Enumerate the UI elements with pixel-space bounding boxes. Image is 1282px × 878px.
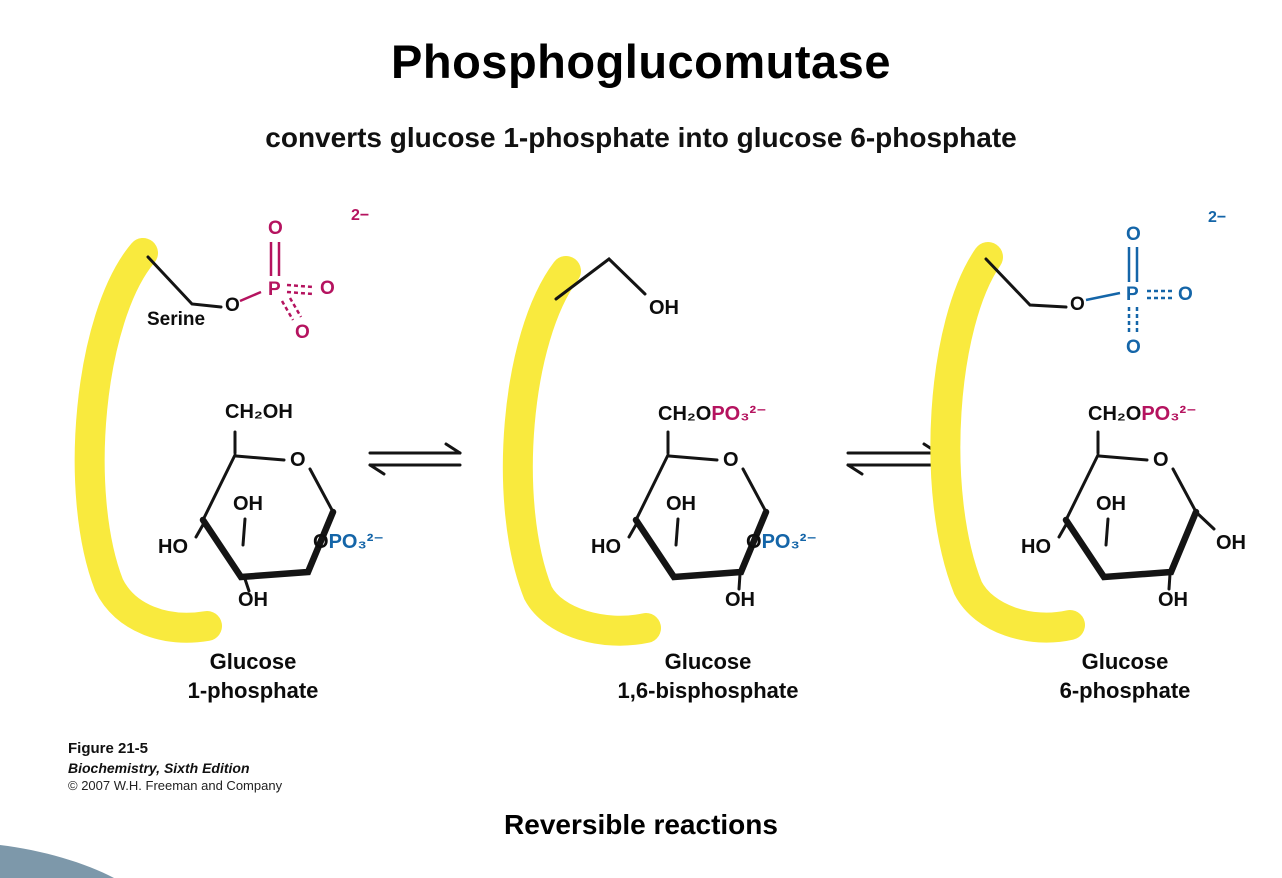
molecule-name-line2: 1,6-bisphosphate (617, 678, 799, 704)
figure-credit: Figure 21-5 Biochemistry, Sixth Edition … (68, 739, 282, 795)
phosphate-charge-label: 2− (1208, 209, 1227, 226)
c1-phosphate-label: OPO₃²⁻ (313, 529, 384, 554)
ho-label: HO (591, 536, 621, 558)
structure-drawing-3 (930, 242, 1216, 643)
formula-black-part: O (746, 531, 762, 553)
oxygen-top-atom: O (1126, 224, 1141, 245)
c1-phosphate-label: OPO₃²⁻ (746, 529, 817, 554)
phosphate-charge-label: 2− (351, 207, 370, 224)
panel-glucose-1-phosphate: Serine O P O O O 2− CH₂OH O OH HO OH OPO… (55, 195, 405, 755)
inner-oh-label: OH (233, 493, 263, 515)
serine-bonds (984, 257, 1068, 309)
equilibrium-arrow (364, 438, 466, 480)
c6-formula: CH₂OH (225, 401, 293, 424)
oxygen-bottom-atom: O (295, 322, 310, 343)
serine-bonds (554, 257, 647, 301)
inner-oh-label: OH (666, 493, 696, 515)
molecule-name: Glucose 6-phosphate (975, 647, 1275, 705)
panel-glucose-16-bisphosphate: OH CH₂OPO₃²⁻ O OH HO OH OPO₃²⁻ Glucose 1… (488, 195, 838, 755)
ring-oxygen: O (723, 449, 739, 471)
molecule-name-line1: Glucose (209, 649, 297, 674)
c6-phosphate-formula: CH₂OPO₃²⁻ (1088, 401, 1197, 426)
structure-drawing-1 (74, 238, 337, 643)
structure-drawing-2 (502, 256, 770, 646)
ring-bonds (194, 430, 337, 593)
bottom-oh-label: OH (725, 589, 755, 611)
formula-black-part: CH₂O (658, 403, 712, 425)
serine-bonds (146, 255, 223, 309)
enzyme-yellow-blob (74, 238, 222, 643)
serine-label: Serine (147, 309, 206, 330)
copyright-line: © 2007 W.H. Freeman and Company (68, 777, 283, 793)
ring-bonds (1057, 430, 1216, 591)
oxygen-top-atom: O (268, 218, 283, 239)
molecule-name-line1: Glucose (664, 649, 752, 674)
molecule-name: Glucose 1,6-bisphosphate (558, 647, 858, 705)
c6-phosphate-formula: CH₂OPO₃²⁻ (658, 401, 767, 426)
equilibrium-arrow-icon (368, 442, 462, 476)
oxygen-right-atom: O (320, 278, 335, 299)
book-title: Biochemistry, Sixth Edition (68, 759, 250, 776)
molecule-name-line2: 6-phosphate (1059, 678, 1191, 704)
panel-glucose-6-phosphate: O P O O O 2− CH₂OPO₃²⁻ O OH HO OH OH Glu… (918, 195, 1268, 755)
phosphate-bonds (239, 242, 314, 321)
formula-black-part: CH₂O (1088, 403, 1142, 425)
formula-phosphate-part: PO₃²⁻ (328, 531, 384, 553)
phosphorus-atom: P (268, 279, 281, 300)
formula-phosphate-part: PO₃²⁻ (1141, 403, 1197, 425)
formula-phosphate-part: PO₃²⁻ (761, 531, 817, 553)
serine-link-oxygen-atom: O (225, 295, 240, 316)
ring-bonds (627, 430, 770, 591)
ring-oxygen: O (290, 449, 306, 471)
serine-link-oxygen-atom: O (1070, 294, 1085, 315)
bottom-oh-label: OH (1158, 589, 1188, 611)
oxygen-bottom-atom: O (1126, 337, 1141, 358)
page-subtitle: converts glucose 1-phosphate into glucos… (265, 122, 1017, 153)
c1-oh-label: OH (1216, 532, 1246, 554)
formula-black-part: O (313, 531, 329, 553)
oxygen-right-atom: O (1178, 284, 1193, 305)
figure-number: Figure 21-5 (68, 740, 149, 757)
molecule-name: Glucose 1-phosphate (93, 647, 413, 705)
phosphate-bonds (1085, 247, 1172, 334)
phosphorus-atom: P (1126, 284, 1139, 305)
reversible-reactions-label: Reversible reactions (504, 809, 778, 840)
inner-oh-label: OH (1096, 493, 1126, 515)
ho-label: HO (1021, 536, 1051, 558)
ho-label: HO (158, 536, 188, 558)
molecule-name-line2: 1-phosphate (187, 678, 319, 704)
enzyme-yellow-blob (502, 256, 661, 646)
molecule-name-line1: Glucose (1081, 649, 1169, 674)
serine-oh-label: OH (649, 297, 679, 319)
bottom-oh-label: OH (238, 589, 268, 611)
enzyme-yellow-blob (930, 242, 1085, 643)
page-title: Phosphoglucomutase (391, 35, 891, 88)
corner-decoration (0, 845, 114, 878)
formula-black-part: CH₂OH (225, 401, 293, 423)
formula-phosphate-part: PO₃²⁻ (711, 403, 767, 425)
ring-oxygen: O (1153, 449, 1169, 471)
